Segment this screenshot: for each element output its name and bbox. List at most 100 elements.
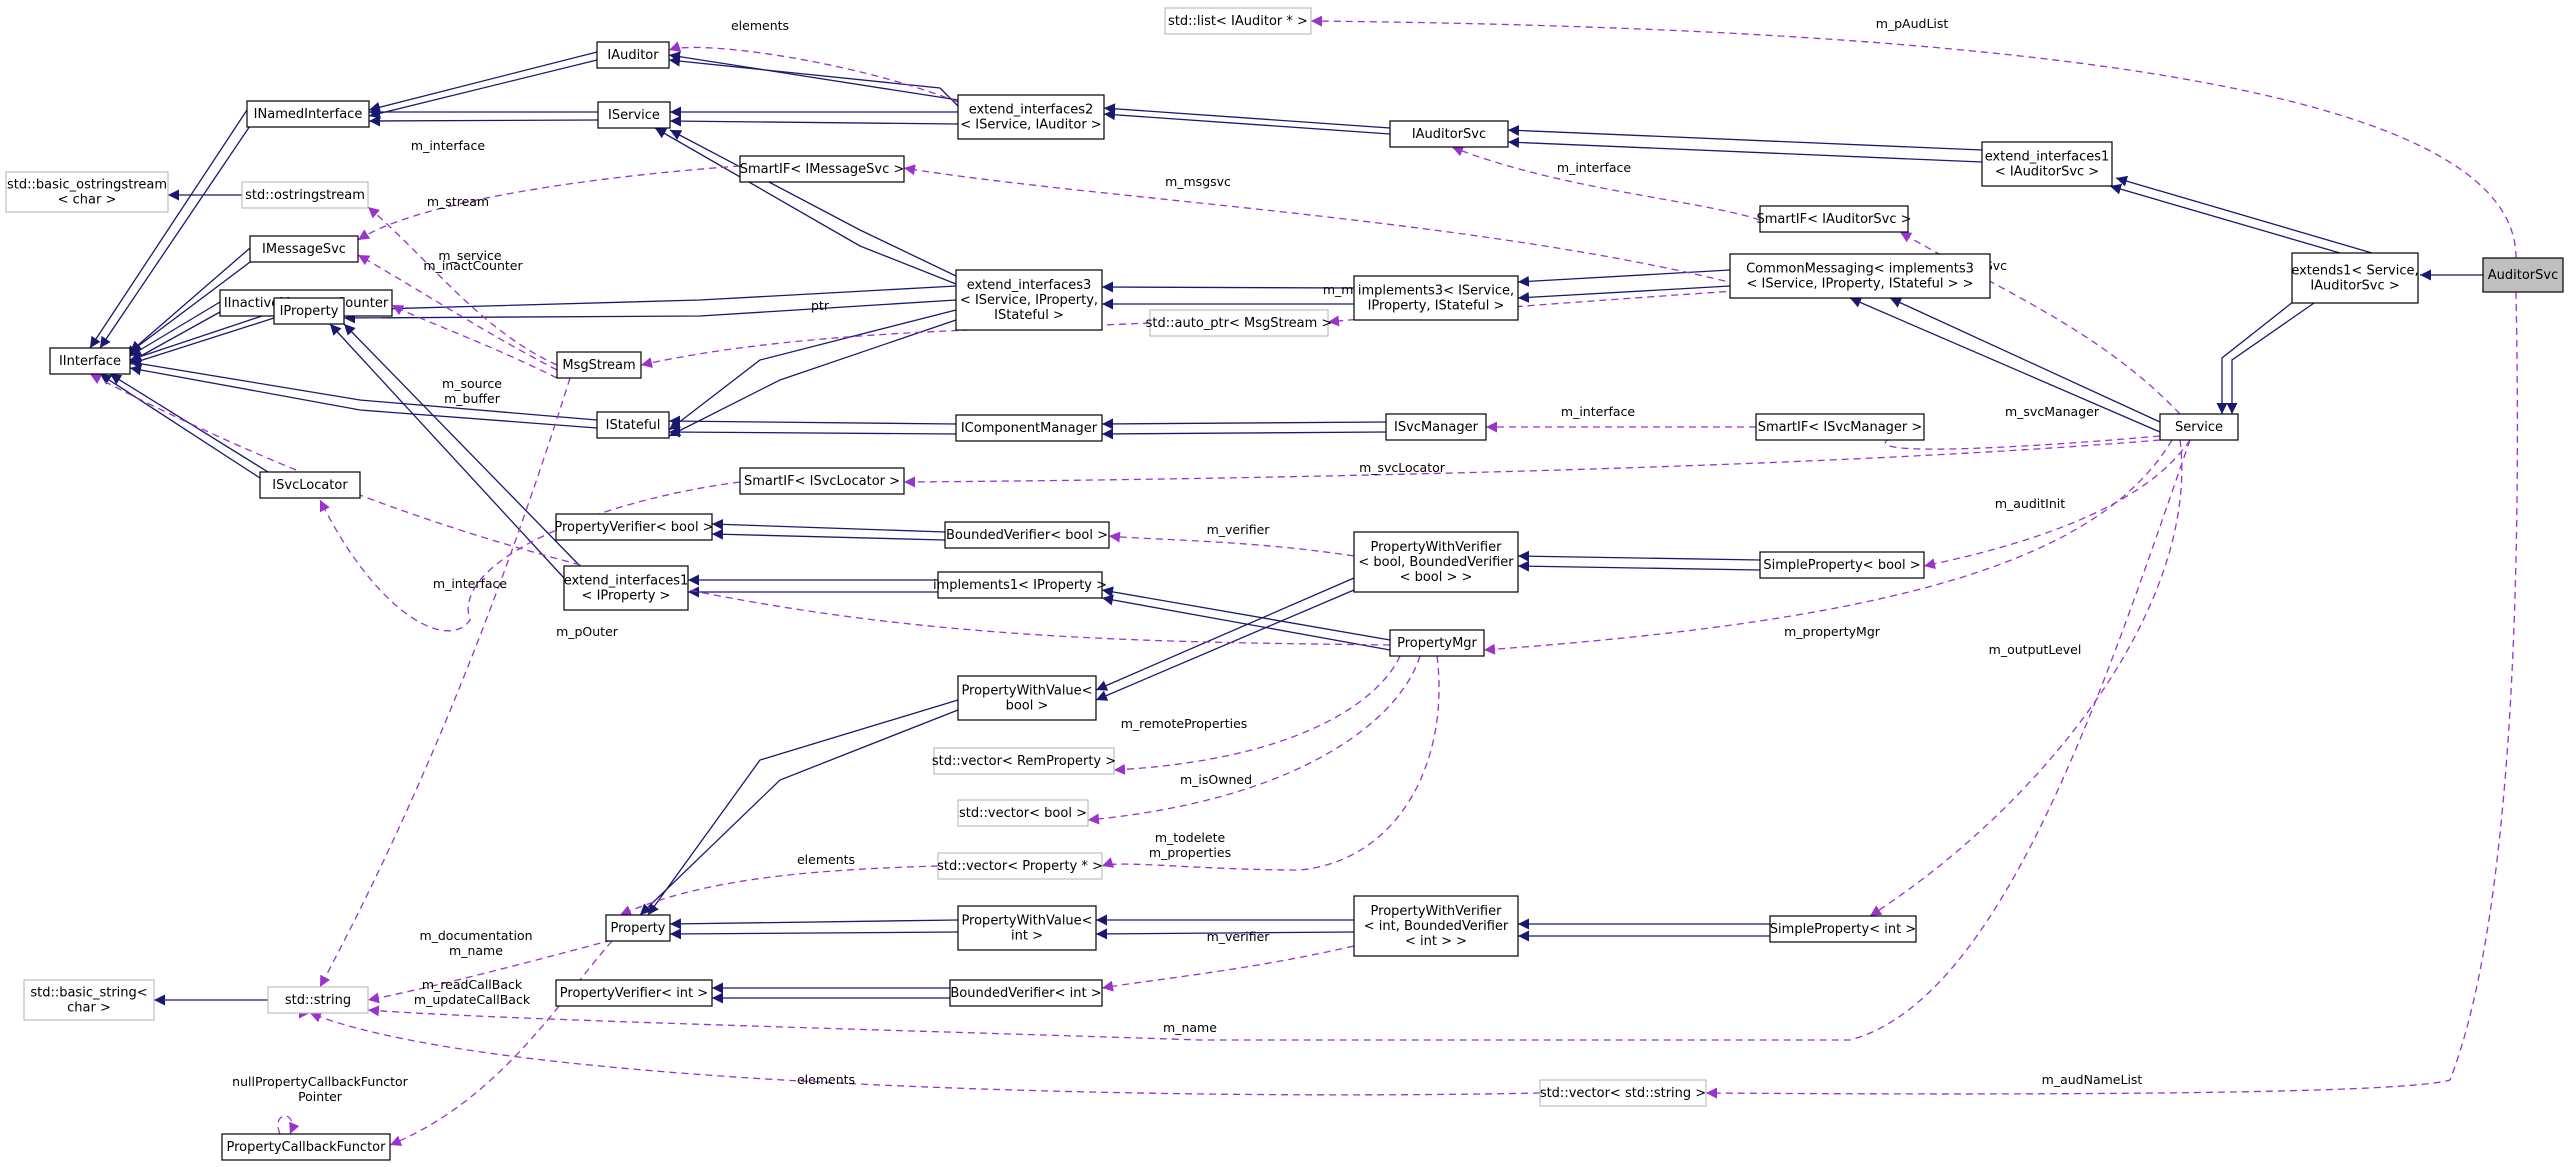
usage-edge-90: [1087, 655, 1421, 825]
class-node-auto-ptr[interactable]: std::auto_ptr< MsgStream >: [1146, 309, 1333, 337]
class-node-implements1[interactable]: implements1< IProperty >: [933, 571, 1107, 599]
usage-edge-87: [1483, 439, 2173, 655]
class-node-commonmessaging[interactable]: CommonMessaging< implements3< IService, …: [1729, 253, 1991, 299]
edge-label-m-propertyMgr: m_propertyMgr: [1784, 624, 1881, 639]
class-node-box: [556, 351, 642, 379]
edge-label-m-inactCounter: m_inactCounter: [423, 258, 523, 273]
class-node-box: [555, 979, 713, 1007]
class-node-propertyverifier-int[interactable]: PropertyVerifier< int >: [555, 979, 713, 1007]
class-node-box: [596, 411, 670, 439]
class-node-auditor-svc[interactable]: AuditorSvc: [2482, 257, 2564, 293]
inheritance-edge-9: [668, 51, 959, 101]
inheritance-edge-63: [1095, 928, 1355, 940]
class-node-box: [957, 94, 1105, 140]
class-node-box: [273, 297, 345, 325]
class-node-boundedverifier-int[interactable]: BoundedVerifier< int >: [949, 979, 1103, 1007]
class-node-vector-remproperty[interactable]: std::vector< RemProperty >: [932, 747, 1116, 775]
class-node-label: implements1< IProperty >: [933, 578, 1107, 593]
class-node-box: [1353, 275, 1519, 321]
class-node-box: [596, 41, 670, 69]
inheritance-edge-60: [669, 918, 959, 930]
class-node-label: std::basic_ostringstream< char >: [7, 178, 167, 208]
class-node-smartif-isvclocator[interactable]: SmartIF< ISvcLocator >: [739, 467, 905, 495]
class-node-extend-interfaces3[interactable]: extend_interfaces3< IService, IProperty,…: [955, 269, 1103, 331]
class-node-boundedverifier-bool[interactable]: BoundedVerifier< bool >: [944, 521, 1110, 549]
usage-edge-84: [1923, 439, 2191, 570]
class-node-simpleproperty-int[interactable]: SimpleProperty< int >: [1769, 915, 1917, 943]
class-node-extend-interfaces2[interactable]: extend_interfaces2< IService, IAuditor >: [957, 94, 1105, 140]
class-node-label: std::vector< RemProperty >: [932, 754, 1116, 769]
edge-label-elements-strings: elements: [797, 1072, 855, 1087]
usage-edge-92: [619, 865, 939, 916]
class-node-propertywithvalue-bool[interactable]: PropertyWithValue<bool >: [957, 675, 1097, 721]
edge-label-m-name-service: m_name: [1163, 1020, 1217, 1035]
class-node-smartif-iauditorsvc[interactable]: SmartIF< IAuditorSvc >: [1756, 205, 1912, 233]
class-node-propertyverifier-bool[interactable]: PropertyVerifier< bool >: [554, 513, 714, 541]
class-node-iauditor[interactable]: IAuditor: [596, 41, 670, 69]
class-node-box: [605, 914, 671, 942]
class-node-iauditorsvc[interactable]: IAuditorSvc: [1389, 120, 1509, 148]
class-node-label: IStateful: [606, 418, 661, 433]
class-node-service[interactable]: Service: [2159, 413, 2239, 441]
class-node-box: [1385, 413, 1487, 441]
inheritance-edge-61: [669, 928, 959, 940]
inheritance-edge-29: [668, 415, 957, 427]
class-node-istateful[interactable]: IStateful: [596, 411, 670, 439]
class-node-propertymgr[interactable]: PropertyMgr: [1389, 629, 1485, 657]
class-node-box: [1981, 141, 2113, 187]
class-node-box: [957, 799, 1089, 827]
class-node-label: PropertyVerifier< bool >: [554, 520, 713, 535]
class-node-extends1[interactable]: extends1< Service,IAuditorSvc >: [2291, 252, 2419, 304]
class-node-simpleproperty-bool[interactable]: SimpleProperty< bool >: [1759, 551, 1925, 579]
class-node-imessagesvc[interactable]: IMessageSvc: [249, 235, 359, 263]
inheritance-edge-30: [668, 426, 957, 438]
class-node-isvclocator[interactable]: ISvcLocator: [259, 471, 361, 499]
class-node-iinterface[interactable]: IInterface: [49, 347, 131, 375]
class-node-propertywithverifier-int[interactable]: PropertyWithVerifier< int, BoundedVerifi…: [1353, 895, 1519, 957]
inheritance-edge-37: [129, 247, 251, 353]
class-node-vector-bool[interactable]: std::vector< bool >: [957, 799, 1089, 827]
class-node-implements3[interactable]: implements3< IService,IProperty, IStatef…: [1353, 275, 1519, 321]
class-node-basic-ostringstream[interactable]: std::basic_ostringstream< char >: [5, 171, 169, 213]
edge-label-m-svcManager: m_svcManager: [2005, 404, 2100, 419]
class-node-msgstream[interactable]: MsgStream: [556, 351, 642, 379]
class-node-vector-string[interactable]: std::vector< std::string >: [1539, 1079, 1707, 1107]
edge-label-elements-audlist: elements: [731, 18, 789, 33]
class-node-box: [555, 513, 713, 541]
class-node-icomponentmanager[interactable]: IComponentManager: [955, 414, 1103, 442]
class-node-propertycallbackfunctor[interactable]: PropertyCallbackFunctor: [221, 1133, 391, 1161]
usage-edge-81: [1884, 424, 2161, 450]
class-node-inamedinterface[interactable]: INamedInterface: [246, 100, 370, 128]
class-node-smartif-imessagesvc[interactable]: SmartIF< IMessageSvc >: [739, 155, 905, 183]
class-node-string[interactable]: std::string: [267, 986, 369, 1014]
class-node-box: [955, 414, 1103, 442]
class-node-box: [1769, 915, 1917, 943]
class-node-vector-property[interactable]: std::vector< Property * >: [937, 852, 1103, 880]
class-node-propertywithverifier-bool[interactable]: PropertyWithVerifier< bool, BoundedVerif…: [1353, 531, 1519, 593]
class-node-ostringstream[interactable]: std::ostringstream: [241, 181, 369, 209]
class-node-property[interactable]: Property: [605, 914, 671, 942]
class-node-label: PropertyCallbackFunctor: [227, 1140, 387, 1155]
inheritance-edge-43: [99, 373, 261, 479]
class-node-iproperty[interactable]: IProperty: [273, 297, 345, 325]
class-node-box: [1539, 1079, 1707, 1107]
edge-label-m-interface-svclocator: m_interface: [433, 576, 507, 591]
class-node-label: IAuditorSvc: [1412, 127, 1486, 142]
class-node-list-iauditor[interactable]: std::list< IAuditor * >: [1164, 7, 1312, 35]
class-node-isvcmanager[interactable]: ISvcManager: [1385, 413, 1487, 441]
usage-edge-73: [903, 164, 1761, 291]
class-node-box: [2159, 413, 2239, 441]
class-node-label: std::vector< bool >: [959, 806, 1087, 821]
class-node-box: [563, 565, 689, 611]
class-node-propertywithvalue-int[interactable]: PropertyWithValue<int >: [957, 905, 1097, 951]
class-node-smartif-isvcmanager[interactable]: SmartIF< ISvcManager >: [1755, 413, 1925, 441]
class-node-basic-string[interactable]: std::basic_string<char >: [23, 979, 155, 1021]
class-node-label: std::vector< Property * >: [937, 859, 1103, 874]
class-node-box: [1353, 531, 1519, 593]
class-node-extend-interfaces1-top[interactable]: extend_interfaces1< IAuditorSvc >: [1981, 141, 2113, 187]
class-node-box: [933, 747, 1115, 775]
class-node-extend-interfaces1-iprop[interactable]: extend_interfaces1< IProperty >: [563, 565, 689, 611]
class-node-iservice[interactable]: IService: [597, 101, 671, 129]
